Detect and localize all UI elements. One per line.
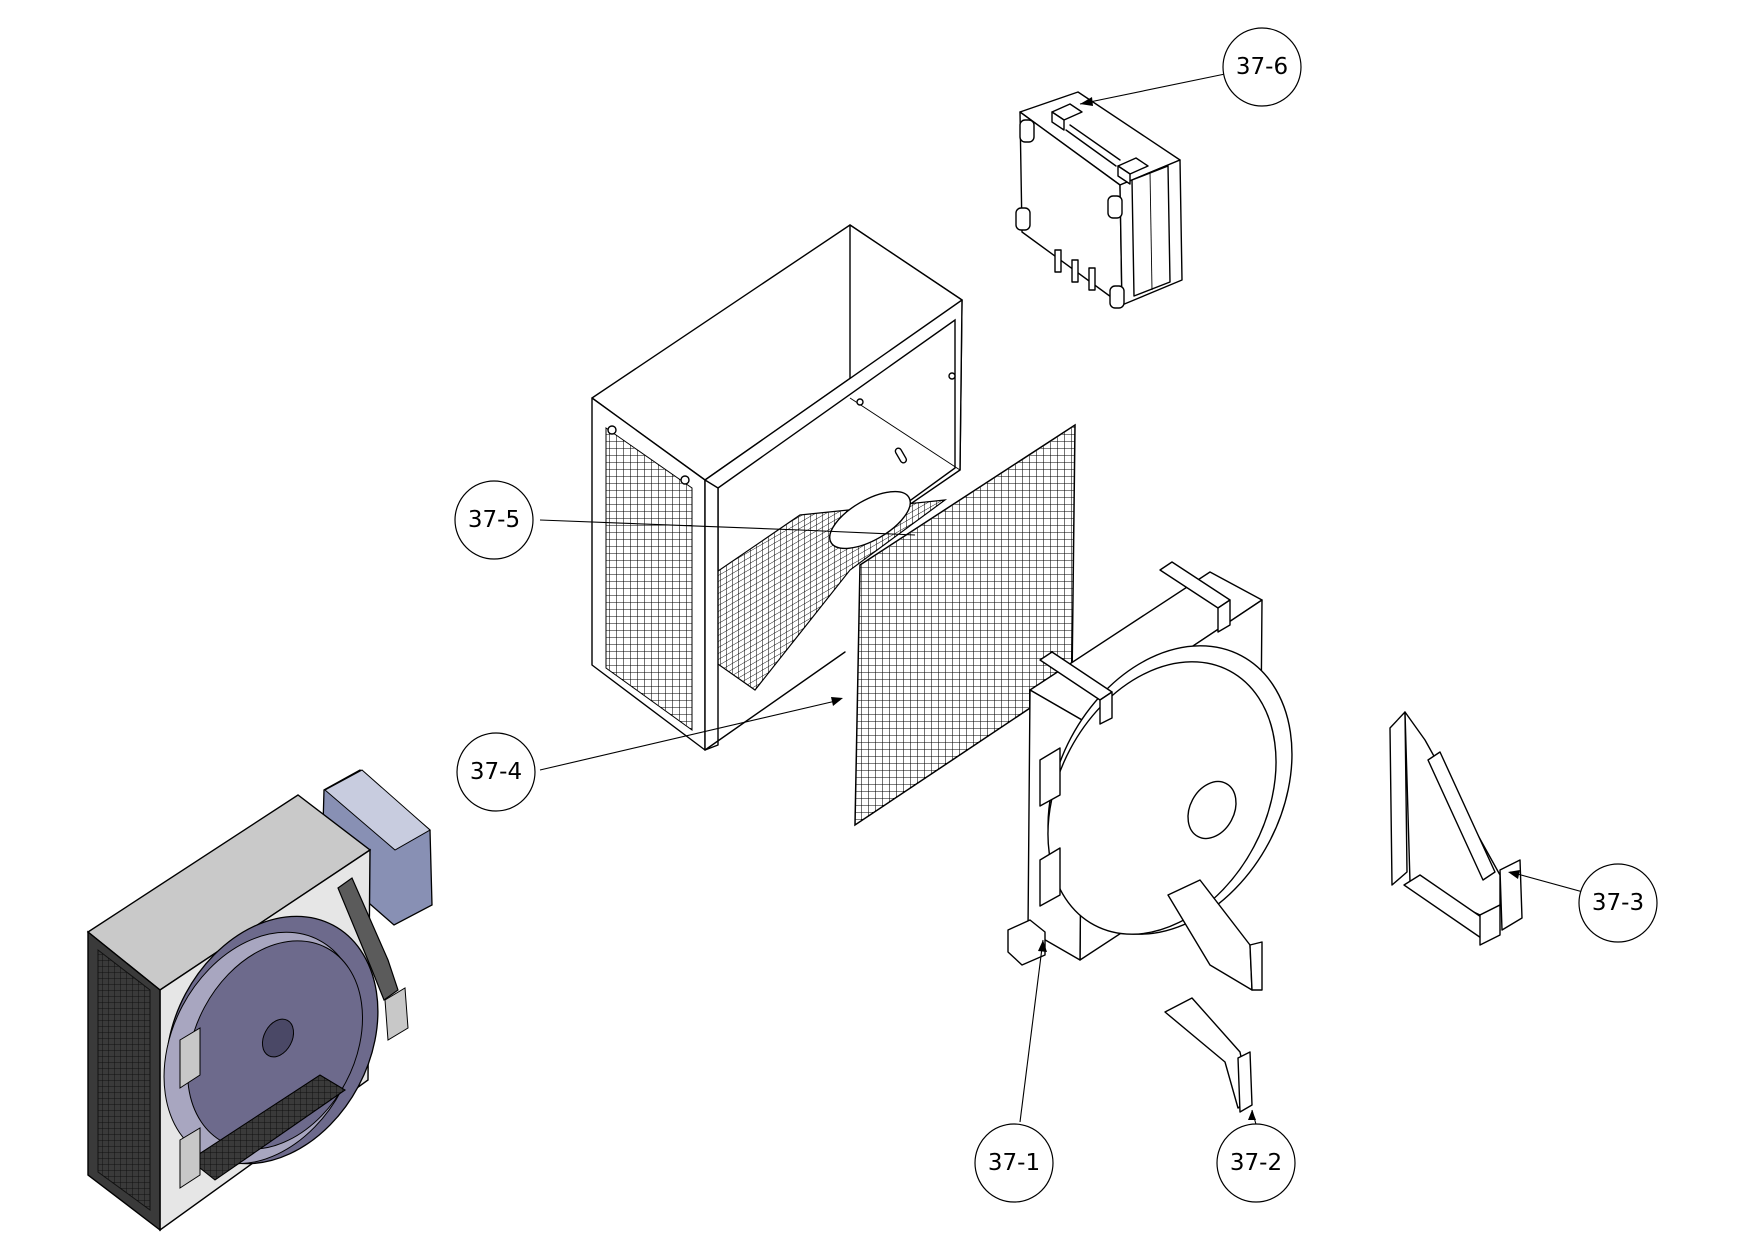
arrowhead-37-3 [1508,870,1520,879]
arrowhead-37-2 [1248,1110,1256,1120]
callout-label: 37-2 [1230,1150,1282,1176]
assembled-unit [86,769,433,1232]
callout-37-1: 37-1 [974,1123,1054,1203]
arrowhead-37-1 [1038,940,1047,952]
wall-bracket [1389,711,1523,946]
mounting-bracket [1164,997,1253,1113]
arrowhead-37-4 [831,697,843,706]
callout-label: 37-3 [1592,890,1644,916]
callout-37-4: 37-4 [456,732,536,812]
motor-unit [1015,91,1183,309]
leader-37-3 [1509,871,1584,893]
fan-housing [1007,561,1293,991]
leader-37-5 [539,519,801,531]
enclosure-box [591,224,963,751]
leader-37-5-b [799,529,916,536]
callout-label: 37-6 [1236,54,1288,80]
leader-37-1 [1019,939,1044,1123]
arrowhead-37-6 [1080,97,1093,106]
callout-37-5: 37-5 [454,480,534,560]
callout-37-6: 37-6 [1222,27,1302,107]
callout-label: 37-5 [468,507,520,533]
leader-37-4 [539,699,841,771]
callout-37-3: 37-3 [1578,863,1658,943]
callout-label: 37-4 [470,759,522,785]
callout-label: 37-1 [988,1150,1040,1176]
leader-37-6 [1079,73,1226,105]
callout-37-2: 37-2 [1216,1123,1296,1203]
